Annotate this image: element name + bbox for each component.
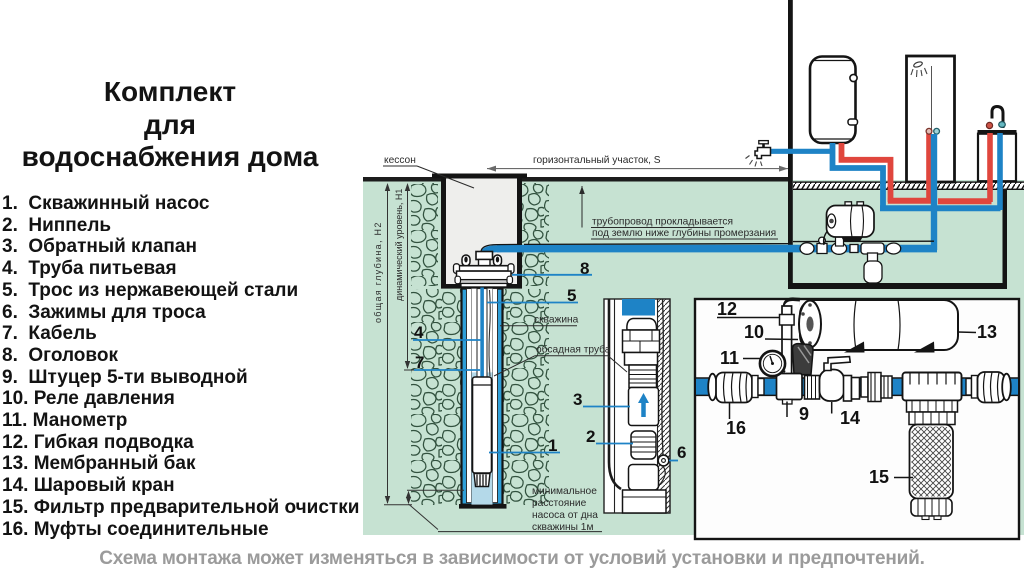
svg-text:скважина: скважина [534, 315, 579, 326]
svg-text:под землю ниже глубины про: под землю ниже глубины промерзания [592, 227, 776, 239]
svg-text:13: 13 [977, 322, 997, 342]
svg-text:кессон: кессон [384, 155, 416, 166]
svg-text:11: 11 [720, 348, 739, 368]
svg-text:2: 2 [586, 427, 595, 446]
svg-text:10: 10 [744, 322, 764, 342]
svg-text:15: 15 [869, 467, 889, 487]
svg-text:14: 14 [840, 408, 860, 428]
svg-text:1: 1 [548, 436, 557, 455]
svg-text:минимальное: минимальное [532, 486, 597, 497]
svg-text:общая глубина, Н2: общая глубина, Н2 [373, 221, 383, 323]
svg-text:12: 12 [717, 299, 737, 319]
svg-text:8: 8 [580, 259, 589, 278]
svg-text:16: 16 [726, 418, 746, 438]
svg-text:4: 4 [414, 323, 424, 342]
svg-text:трубопровод прокладывается: трубопровод прокладывается [592, 216, 733, 228]
svg-text:насоса от дна: насоса от дна [532, 510, 598, 521]
svg-text:5: 5 [567, 286, 576, 305]
svg-text:3: 3 [573, 390, 582, 409]
svg-text:скважины 1м: скважины 1м [532, 522, 593, 533]
svg-text:горизонтальный участок, S: горизонтальный участок, S [533, 155, 661, 166]
svg-text:7: 7 [415, 353, 424, 372]
svg-text:динамический уровень, Н1: динамический уровень, Н1 [394, 189, 404, 301]
svg-text:расстояние: расстояние [532, 498, 587, 509]
svg-text:9: 9 [799, 404, 809, 424]
svg-text:6: 6 [677, 443, 686, 462]
svg-text:обсадная труба: обсадная труба [536, 344, 611, 356]
